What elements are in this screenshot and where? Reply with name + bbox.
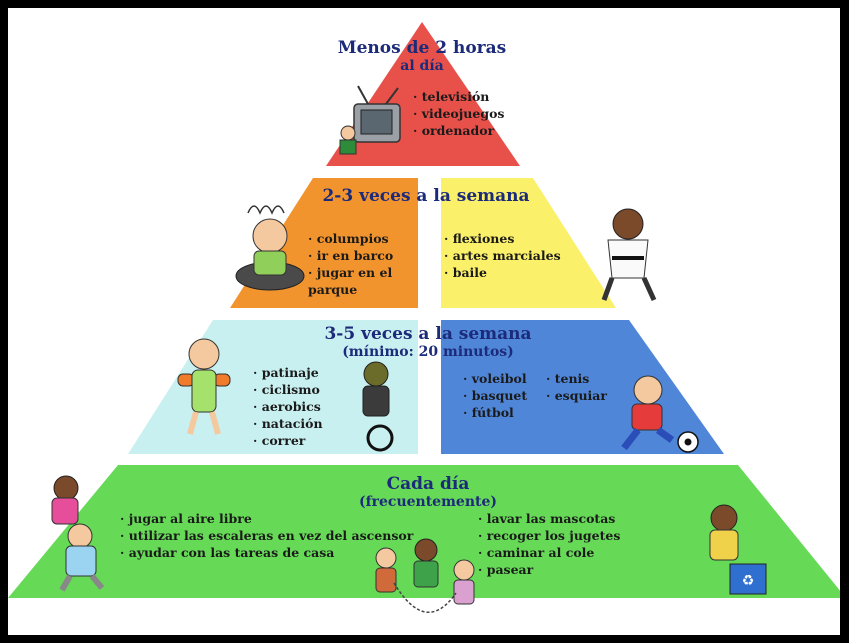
- tier-base-shape: [8, 465, 840, 598]
- list-item: recoger los jugetes: [478, 527, 621, 544]
- list-item: patinaje: [253, 364, 323, 381]
- tier-third-right-col2: tenis esquiar: [546, 370, 607, 404]
- list-item: jugar al aire libre: [120, 510, 413, 527]
- list-item: voleibol: [463, 370, 527, 387]
- list-item: flexiones: [444, 230, 561, 247]
- list-item: ciclismo: [253, 381, 323, 398]
- tier-top-title: Menos de 2 horas al día: [322, 38, 522, 74]
- pyramid-diagram: ♻ Menos de 2 horas al día televisión vid…: [8, 8, 840, 635]
- tier-second-right-list: flexiones artes marciales baile: [444, 230, 561, 281]
- tier-base-title-line2: (frecuentemente): [359, 494, 497, 510]
- tier-third-title-line2: (mínimo: 20 minutos): [342, 344, 514, 360]
- tier-top-title-line1: Menos de 2 horas: [337, 38, 507, 58]
- list-item: caminar al cole: [478, 544, 620, 561]
- list-item: ayudar con las tareas de casa: [120, 544, 413, 561]
- list-item: baile: [444, 264, 561, 281]
- swimmer-kid-illustration: [177, 338, 231, 435]
- list-item: aerobics: [253, 398, 323, 415]
- list-item: videojuegos: [413, 105, 505, 122]
- tier-base-title: Cada día (frecuentemente): [318, 474, 538, 510]
- list-item: correr: [253, 432, 323, 449]
- list-item: jugar en el: [308, 264, 393, 281]
- tier-third-left-list: patinaje ciclismo aerobics natación corr…: [253, 364, 323, 449]
- tier-second-title: 2-3 veces a la semana: [322, 186, 530, 206]
- list-item: ordenador: [413, 122, 504, 139]
- tier-base-title-line1: Cada día: [386, 474, 470, 494]
- recycling-kid-illustration: ♻: [709, 504, 767, 595]
- cyclist-illustration: [362, 361, 394, 452]
- list-item: artes marciales: [444, 247, 561, 264]
- tier-base-right-list: lavar las mascotas recoger los jugetes c…: [478, 510, 621, 578]
- list-item: utilizar las escaleras en vez del ascens…: [120, 527, 414, 544]
- tier-third-right-col1: voleibol basquet fútbol: [463, 370, 527, 421]
- list-item: parque: [308, 282, 358, 297]
- tier-top-list: televisión videojuegos ordenador: [413, 88, 505, 139]
- tier-third-title: 3-5 veces a la semana (mínimo: 20 minuto…: [278, 324, 578, 360]
- tire-swing-illustration: [235, 205, 305, 291]
- tier-third-title-line1: 3-5 veces a la semana: [324, 324, 532, 344]
- list-item: ir en barco: [308, 247, 393, 264]
- tier-top-title-line2: al día: [400, 58, 444, 74]
- karate-kid-illustration: [601, 208, 657, 302]
- svg-text:♻: ♻: [742, 573, 755, 589]
- list-item: natación: [253, 415, 323, 432]
- tier-second-left-list: columpios ir en barco jugar en el parque: [308, 230, 393, 298]
- list-item: basquet: [463, 387, 527, 404]
- list-item: tenis: [546, 370, 607, 387]
- tier-base-left-list: jugar al aire libre utilizar las escaler…: [120, 510, 414, 561]
- list-item: lavar las mascotas: [478, 510, 620, 527]
- list-item: televisión: [413, 88, 504, 105]
- soccer-kid-illustration: [621, 375, 699, 453]
- tv-kid-illustration: [339, 85, 401, 155]
- list-item: esquiar: [546, 387, 607, 404]
- list-item: columpios: [308, 230, 393, 247]
- list-item: fútbol: [463, 404, 527, 421]
- list-item: pasear: [478, 561, 620, 578]
- piggyback-kids-illustration: [51, 475, 105, 592]
